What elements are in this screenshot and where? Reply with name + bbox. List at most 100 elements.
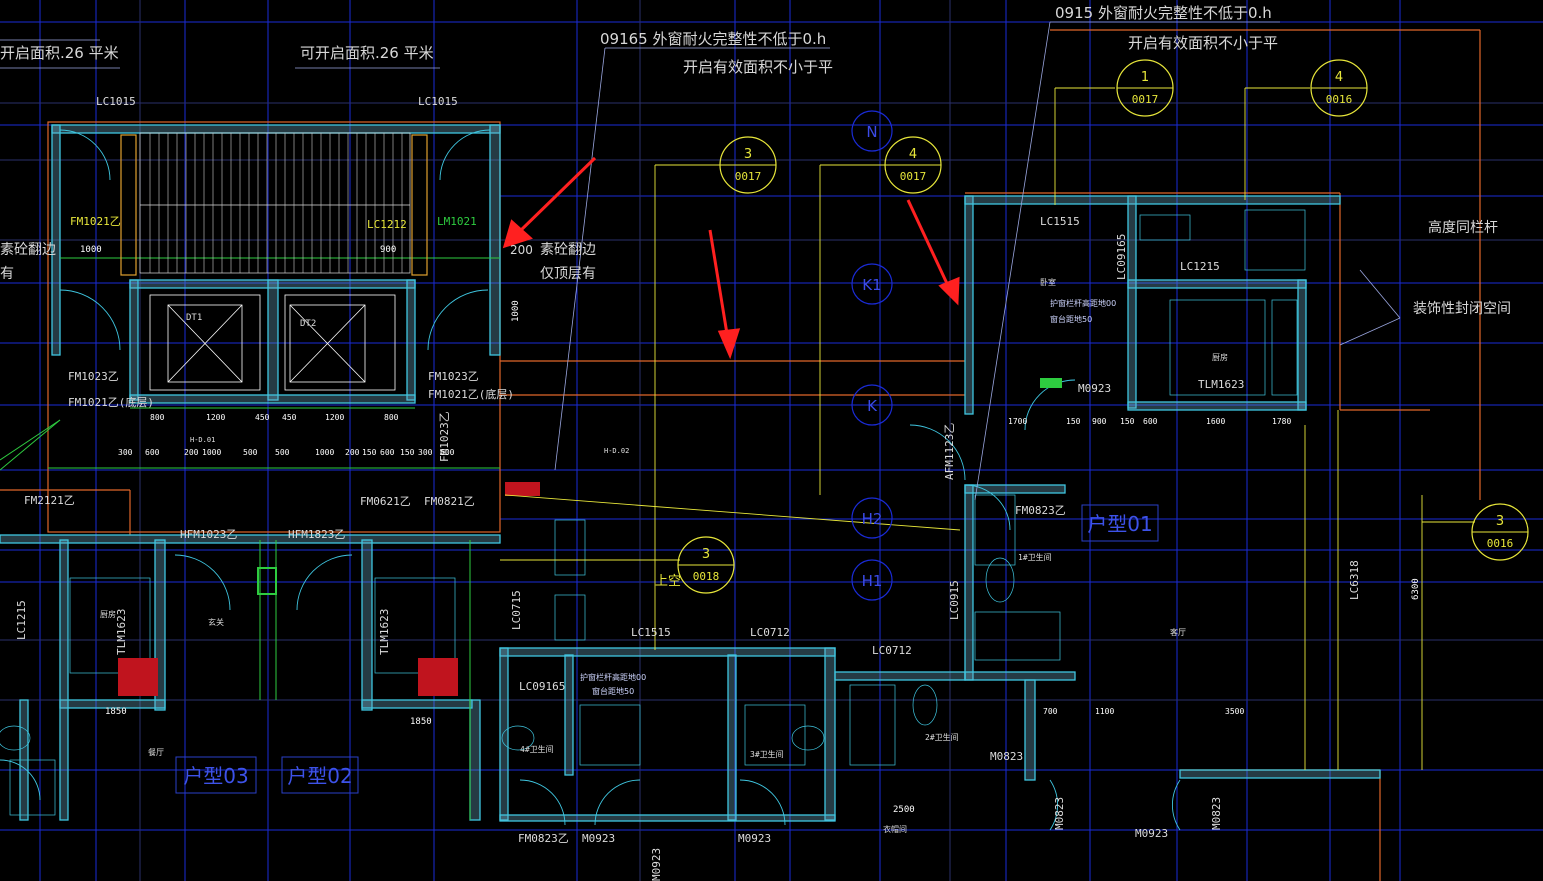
axis-label: H1 xyxy=(862,572,883,590)
axis-label: K xyxy=(867,397,878,415)
label-lc09165-b: LC09165 xyxy=(1115,234,1128,280)
label-fm0823-a: FM0823乙 xyxy=(1015,504,1066,517)
label-lc1215-b: LC1215 xyxy=(15,600,28,640)
dimension-value: 1100 xyxy=(1095,707,1114,716)
railing-note-3: 护窗栏杆高距地00 xyxy=(580,672,646,682)
callout-bubble[interactable]: 3 0016 xyxy=(1471,503,1529,561)
axis-bubble: H2 xyxy=(851,497,893,539)
label-foyer: 玄关 xyxy=(208,617,224,627)
unit-labels: 户型01 户型02 户型03 xyxy=(175,504,1159,794)
dimension-value: 1780 xyxy=(1272,417,1291,426)
note-roof-right: 仅顶层有 xyxy=(540,266,596,282)
label-kitchen-b: 厨房 xyxy=(1212,352,1228,362)
dimension-value: 1700 xyxy=(1008,417,1027,426)
callout-number: 4 xyxy=(909,147,917,162)
unit-tag[interactable]: 户型02 xyxy=(281,756,359,794)
dimension-value: 150 xyxy=(400,448,415,457)
callout-sheet: 0017 xyxy=(900,170,927,183)
railing-note-4: 窗台距地50 xyxy=(592,686,634,696)
axis-label: K1 xyxy=(862,276,881,294)
axis-bubble: H1 xyxy=(851,559,893,601)
label-bathroom-2: 2#卫生间 xyxy=(925,732,959,742)
label-dt2: DT2 xyxy=(300,319,316,329)
callout-number: 3 xyxy=(1496,514,1504,529)
callout-number: 3 xyxy=(744,147,752,162)
label-tlm1623-a: TLM1623 xyxy=(115,609,128,655)
callout-number: 3 xyxy=(702,547,710,562)
dimension-value: 300 xyxy=(118,448,133,457)
unit-name: 户型01 xyxy=(1087,512,1152,536)
dimension-value: 800 xyxy=(150,413,165,422)
label-kitchen-a: 厨房 xyxy=(100,609,116,619)
dimension-value: 900 xyxy=(1092,417,1107,426)
axis-bubble: K xyxy=(851,384,893,426)
unit-tag[interactable]: 户型03 xyxy=(175,756,257,794)
callout-number: 4 xyxy=(1335,70,1343,85)
axis-bubble: N xyxy=(851,110,893,152)
dimension-value: 150 xyxy=(362,448,377,457)
note-decor-space: 装饰性封闭空间 xyxy=(1413,301,1511,317)
red-blocks xyxy=(118,482,540,696)
label-tlm1623-b: TLM1623 xyxy=(378,609,391,655)
unit-tag[interactable]: 户型01 xyxy=(1081,504,1159,542)
dimension-value: 450 xyxy=(255,413,270,422)
label-bathroom-1: 1#卫生间 xyxy=(1018,552,1052,562)
walls-layer xyxy=(0,124,1381,822)
label-lc1515-a: LC1515 xyxy=(631,626,671,639)
label-lc0712-a: LC0712 xyxy=(750,626,790,639)
label-living: 客厅 xyxy=(1170,627,1186,637)
dimension-value: 600 xyxy=(145,448,160,457)
note-leaders xyxy=(0,21,1401,501)
label-lc09165-a: LC09165 xyxy=(519,680,565,693)
fixtures xyxy=(0,209,1306,816)
callout-number: 1 xyxy=(1141,70,1149,85)
dimension-value: 800 xyxy=(384,413,399,422)
label-wardrobe: 衣帽间 xyxy=(883,824,907,834)
axis-label: N xyxy=(866,123,877,141)
dimension-value: 150 xyxy=(1120,417,1135,426)
dim-2500: 2500 xyxy=(893,805,915,815)
note-curb-right: 素砼翻边 xyxy=(540,242,596,258)
label-lc6318: LC6318 xyxy=(1348,560,1361,600)
dimension-value: 1600 xyxy=(1206,417,1225,426)
label-fm1023-l: FM1023乙 xyxy=(68,370,119,383)
label-m0923-c: M0923 xyxy=(582,832,615,845)
note-roof-left: 有 xyxy=(0,266,14,282)
callout-sheet: 0016 xyxy=(1487,537,1514,550)
label-dining: 餐厅 xyxy=(148,748,164,757)
door-swings xyxy=(0,129,1181,831)
dim-1000-v: 1000 xyxy=(511,300,521,322)
axis-bubble: K1 xyxy=(851,263,893,305)
label-fm0823-b: FM0823乙 xyxy=(518,832,569,845)
unit-name: 户型02 xyxy=(287,764,352,788)
railing-note-1: 护窗栏杆高距地00 xyxy=(1050,298,1116,308)
label-m0923-v: M0923 xyxy=(650,848,663,881)
label-m0923-a: M0923 xyxy=(1078,382,1111,395)
callout-bubble[interactable]: 3 0018 xyxy=(677,536,735,594)
label-fm2121: FM2121乙 xyxy=(24,494,75,507)
dimension-value: 1200 xyxy=(325,413,344,422)
elevator-shafts xyxy=(149,294,396,391)
ladders xyxy=(120,134,428,276)
callout-sheet: 0018 xyxy=(693,570,720,583)
note-curb-left: 素砼翻边 xyxy=(0,242,56,258)
small-notes: 护窗栏杆高距地00 窗台距地50 护窗栏杆高距地00 窗台距地50 xyxy=(580,298,1116,696)
opening-labels: LC1015 LC1015 FM1021乙 LC1212 LM1021 FM10… xyxy=(24,95,1244,845)
dimension-value: 500 xyxy=(275,448,290,457)
callout-bubble[interactable]: 4 0017 xyxy=(884,136,942,194)
label-fm1023-v: FM1023乙 xyxy=(438,411,451,462)
stair-treads xyxy=(149,133,403,273)
railing-note-2: 窗台距地50 xyxy=(1050,314,1092,324)
dimension-value: 1000 xyxy=(202,448,221,457)
note-open-area-left: 开启面积.26 平米 xyxy=(0,44,119,62)
dimension-value: 200 xyxy=(184,448,199,457)
label-tlm1623-c: TLM1623 xyxy=(1198,378,1244,391)
label-lc1515-b: LC1515 xyxy=(1040,215,1080,228)
